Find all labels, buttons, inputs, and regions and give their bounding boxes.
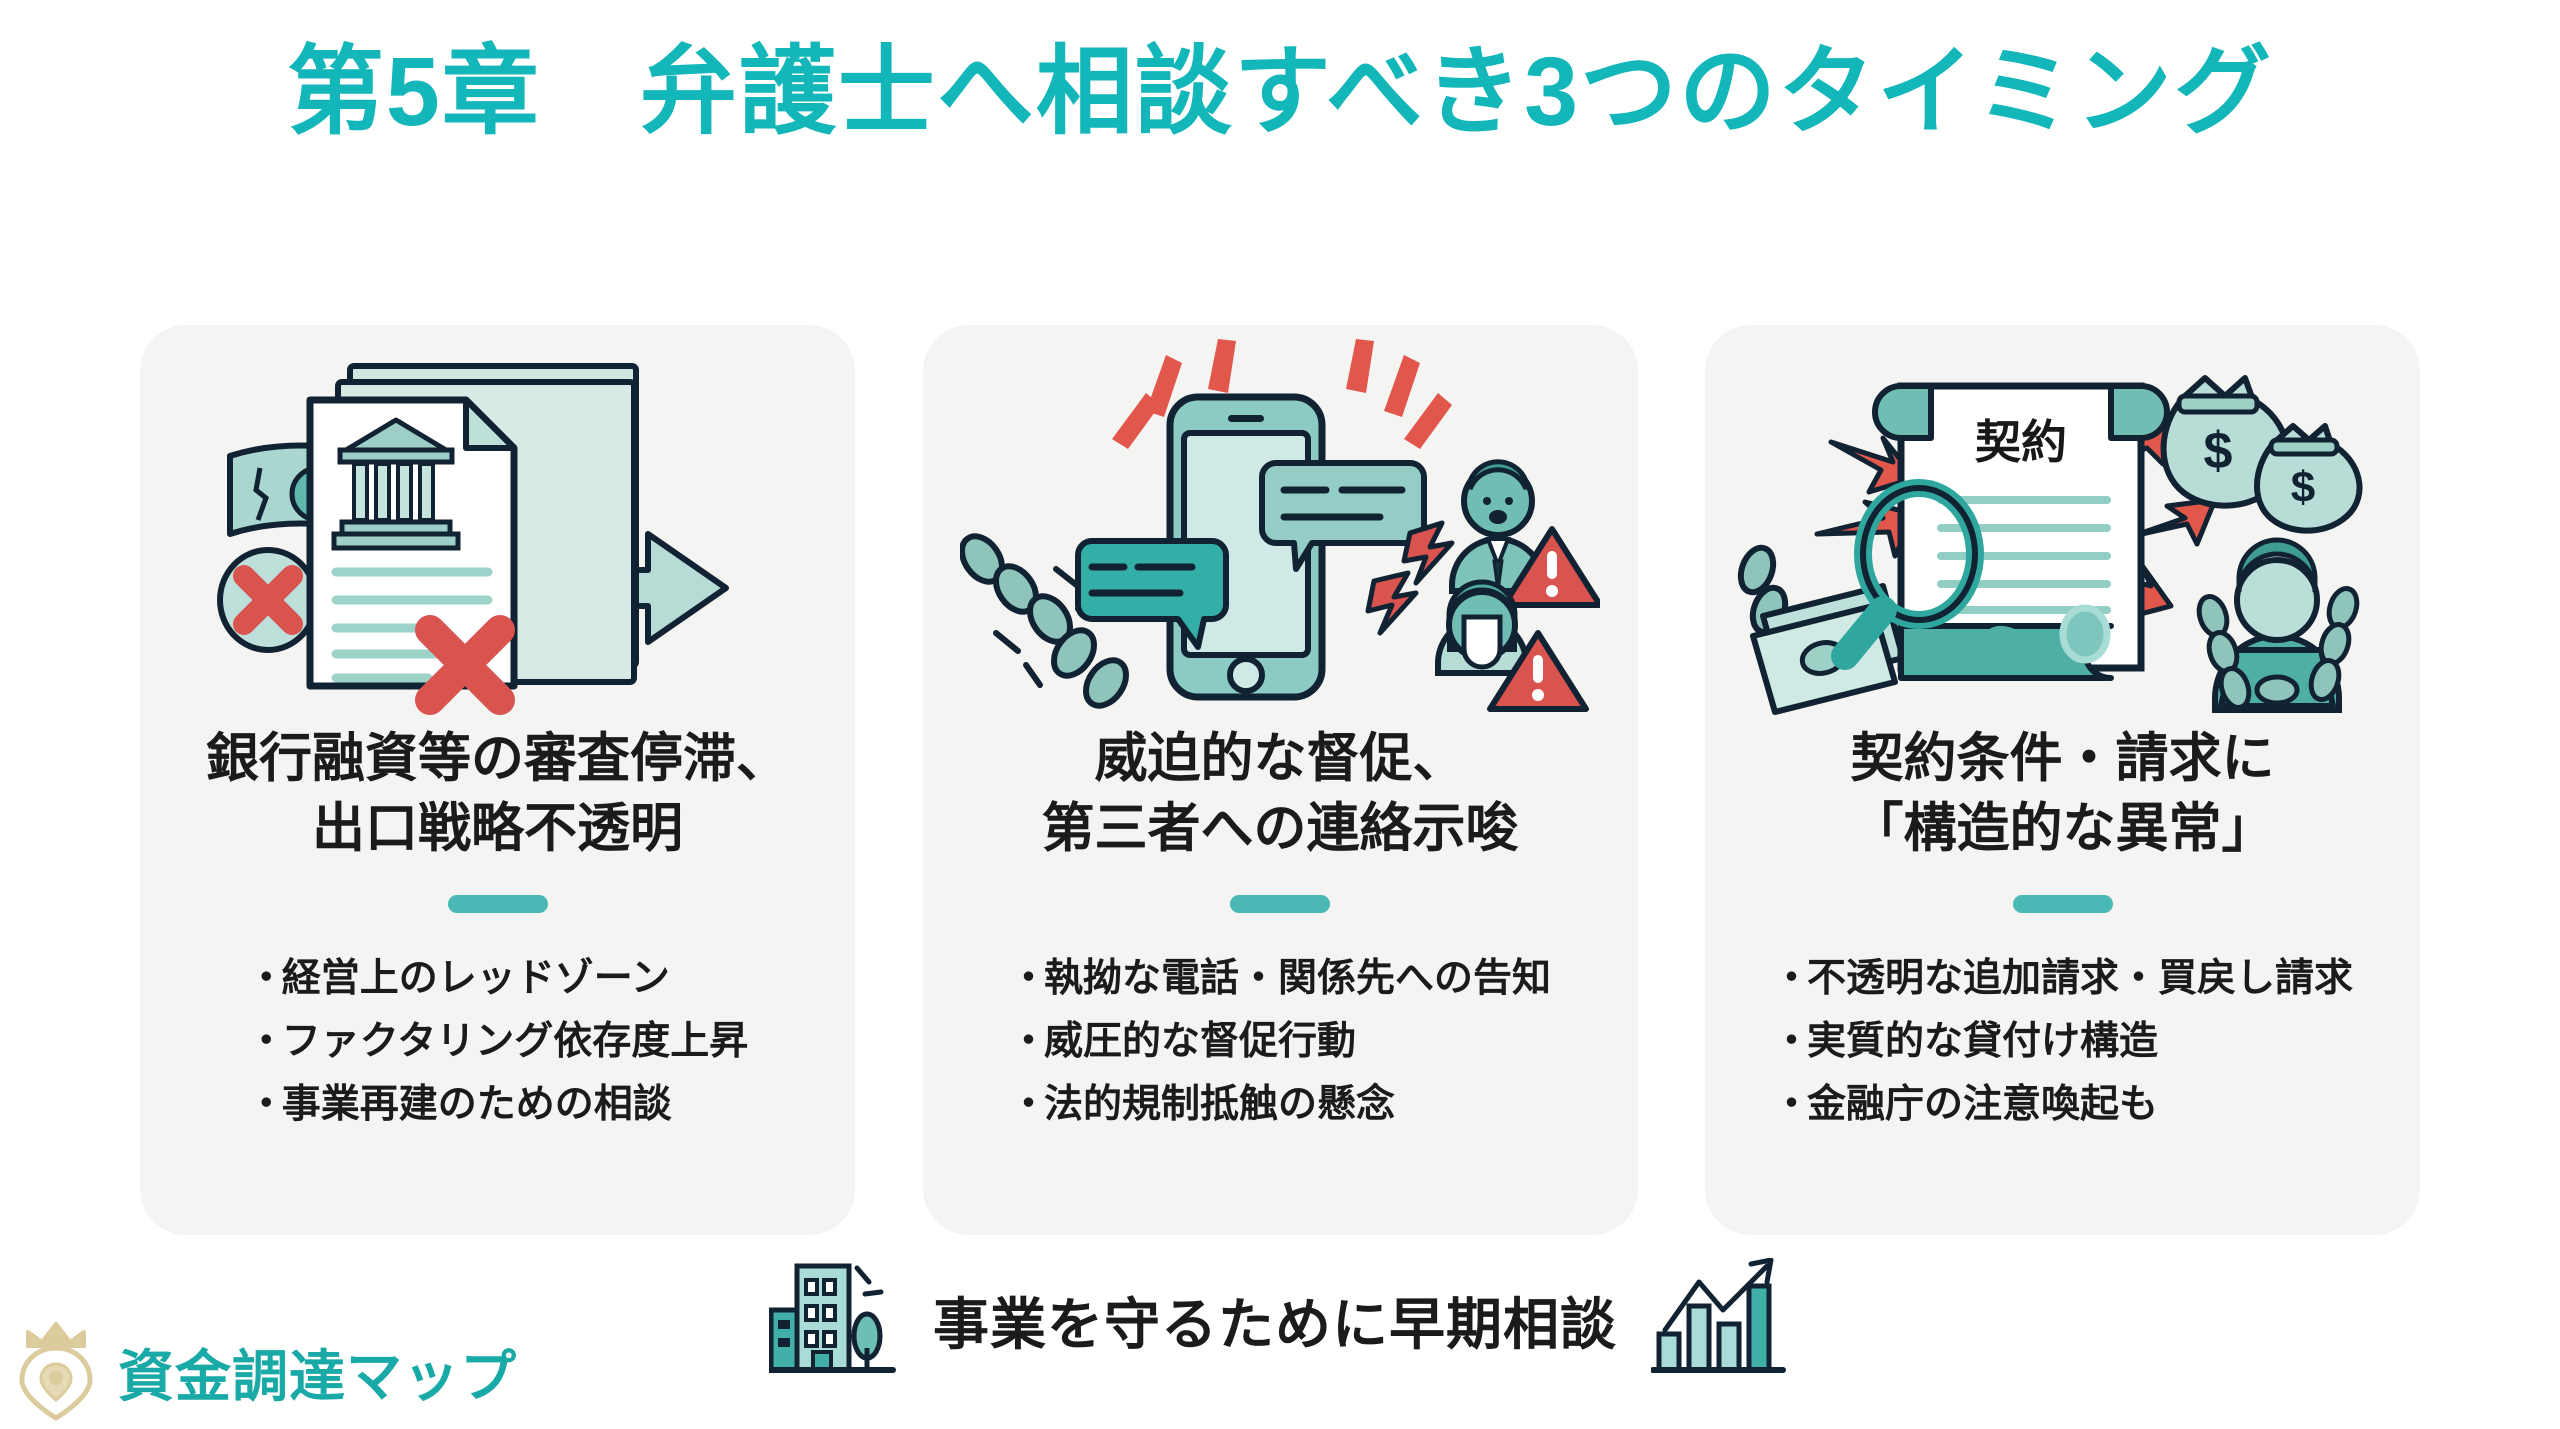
lightning-bolt-icon <box>1365 520 1455 635</box>
card-heading: 契約条件・請求に 「構造的な異常」 <box>1850 729 2275 859</box>
red-x-circle-icon <box>216 546 319 653</box>
money-symbol: $ <box>2290 463 2314 512</box>
crown-map-pin-logo-icon <box>12 1318 104 1427</box>
card-divider <box>2012 894 2113 913</box>
page-title: 第5章 弁護士へ相談すべき3つのタイミング <box>286 37 2274 146</box>
list-item: ファクタリング依存度上昇 <box>247 1010 748 1073</box>
chained-person-avatar <box>2196 537 2359 713</box>
list-item: 金融庁の注意喚起も <box>1772 1073 2353 1136</box>
contract-seal <box>2059 604 2110 663</box>
timing-card-1: 銀行融資等の審査停滞、 出口戦略不透明 経営上のレッドゾーン ファクタリング依存… <box>140 325 855 1235</box>
footer-callout: 事業を守るために早期相談 <box>0 1255 2560 1385</box>
signature-squiggle <box>1942 625 2021 649</box>
red-x-mark-icon <box>414 614 515 715</box>
card-bullet-list: 執拗な電話・関係先への告知 威圧的な督促行動 法的規制抵触の懸念 <box>1009 947 1551 1137</box>
list-item: 経営上のレッドゾーン <box>247 947 748 1010</box>
brand-logo-text: 資金調達マップ <box>118 1345 517 1408</box>
red-burst-lines-icon <box>1112 338 1452 449</box>
magnifier-icon <box>1830 478 1984 670</box>
growth-bar-chart-icon <box>1650 1257 1791 1383</box>
card-heading: 銀行融資等の審査停滞、 出口戦略不透明 <box>206 729 789 859</box>
contract-structural-anomaly-illustration: 契約 <box>1705 325 2420 730</box>
card-bullet-list: 不透明な追加請求・買戻し請求 実質的な貸付け構造 金融庁の注意喚起も <box>1772 947 2353 1137</box>
list-item: 法的規制抵触の懸念 <box>1009 1073 1551 1136</box>
card-divider <box>1230 894 1330 913</box>
bank-building-icon <box>331 417 460 550</box>
card-heading: 威迫的な督促、 第三者への連絡示唆 <box>1041 729 1519 859</box>
chat-bubble-left <box>1075 537 1229 650</box>
timing-card-3: 契約 <box>1705 325 2420 1235</box>
footer-text: 事業を守るために早期相談 <box>933 1292 1617 1356</box>
money-bag-icon: $ $ <box>2160 374 2362 534</box>
list-item: 不透明な追加請求・買戻し請求 <box>1772 947 2353 1010</box>
timing-card-2: 威迫的な督促、 第三者への連絡示唆 執拗な電話・関係先への告知 威圧的な督促行動… <box>922 325 1638 1235</box>
list-item: 事業再建のための相談 <box>247 1073 748 1136</box>
timing-cards-row: 銀行融資等の審査停滞、 出口戦略不透明 経営上のレッドゾーン ファクタリング依存… <box>140 325 2420 1235</box>
chat-bubble-right <box>1259 459 1427 572</box>
card-divider <box>447 894 548 913</box>
broken-chain-icon <box>960 532 1129 709</box>
contract-scroll: 契約 <box>1871 382 2170 681</box>
list-item: 執拗な電話・関係先への告知 <box>1009 947 1551 1010</box>
warning-triangle-icon <box>1501 525 1600 608</box>
worried-woman-avatar <box>1435 579 1529 676</box>
aggressive-collection-calls-illustration <box>923 325 1638 730</box>
stalled-bank-loan-documents-illustration <box>140 325 855 730</box>
money-symbol: $ <box>2203 422 2232 480</box>
card-bullet-list: 経営上のレッドゾーン ファクタリング依存度上昇 事業再建のための相談 <box>247 947 748 1137</box>
document-text-lines <box>331 567 492 682</box>
warning-triangle-icon <box>1487 629 1589 712</box>
contract-label: 契約 <box>1975 416 2067 468</box>
list-item: 威圧的な督促行動 <box>1009 1010 1551 1073</box>
office-building-icon <box>766 1258 899 1383</box>
brand-logo: 資金調達マップ <box>12 1318 517 1427</box>
list-item: 実質的な貸付け構造 <box>1772 1010 2353 1073</box>
